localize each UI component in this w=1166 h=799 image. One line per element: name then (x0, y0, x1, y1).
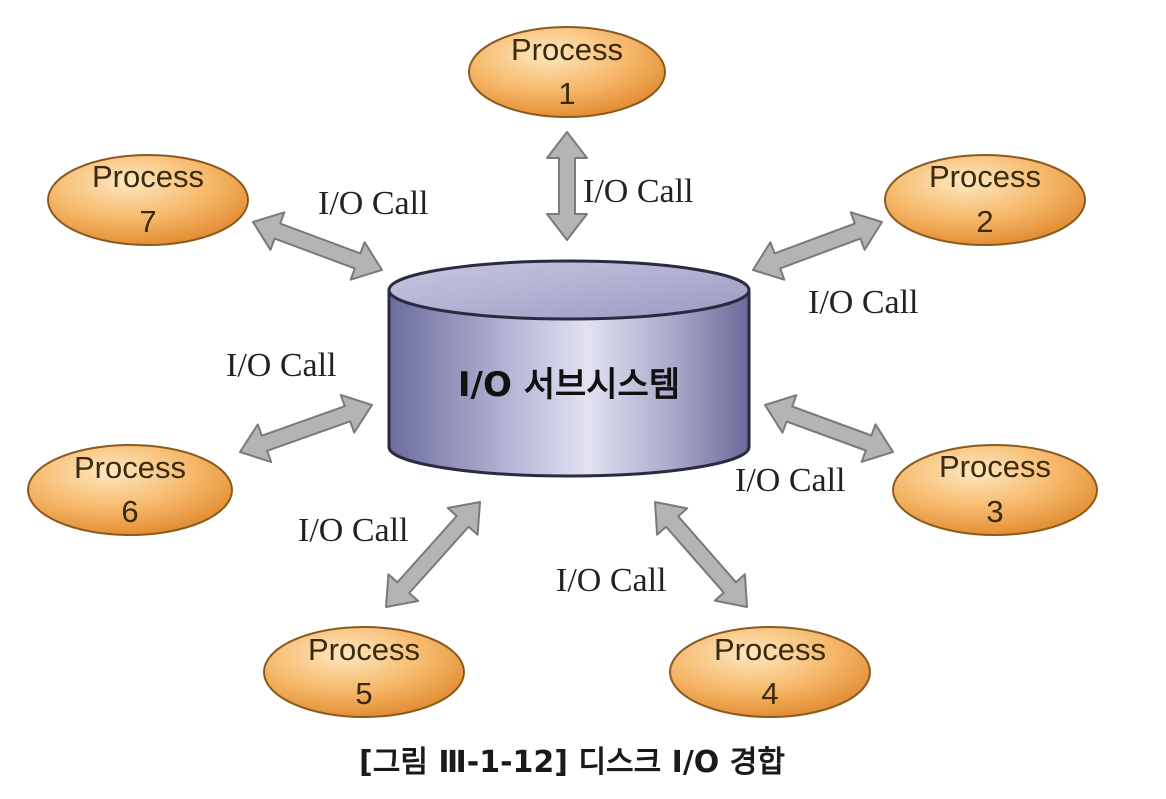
process-1-number: 1 (558, 76, 575, 111)
process-7-number: 7 (139, 204, 156, 239)
process-7: Process 7 (47, 154, 249, 246)
process-6-name: Process (74, 450, 186, 485)
io-subsystem-cylinder: I/O 서브시스템 (387, 259, 751, 478)
process-5-number: 5 (355, 676, 372, 711)
io-call-labels: I/O Call I/O Call I/O Call I/O Call I/O … (226, 173, 918, 599)
process-3: Process 3 (892, 444, 1098, 536)
io-call-label-4: I/O Call (556, 562, 666, 599)
io-call-arrow-1 (546, 131, 588, 241)
process-4-number: 4 (761, 676, 778, 711)
io-call-label-2: I/O Call (808, 284, 918, 321)
process-1-name: Process (511, 32, 623, 67)
io-call-label-6: I/O Call (226, 347, 336, 384)
process-6-number: 6 (121, 494, 138, 529)
process-2-name: Process (929, 159, 1041, 194)
io-call-arrow-2 (752, 211, 883, 281)
process-4-name: Process (714, 632, 826, 667)
process-4: Process 4 (669, 626, 871, 718)
io-call-arrow-3 (764, 394, 894, 463)
process-1: Process 1 (468, 26, 666, 118)
figure-caption: [그림 Ⅲ-1-12] 디스크 I/O 경합 (359, 745, 785, 780)
process-3-name: Process (939, 449, 1051, 484)
process-6: Process 6 (27, 444, 233, 536)
process-5: Process 5 (263, 626, 465, 718)
io-call-arrows (239, 131, 894, 608)
io-call-label-5: I/O Call (298, 512, 408, 549)
io-call-label-3: I/O Call (735, 462, 845, 499)
process-5-name: Process (308, 632, 420, 667)
io-call-label-7: I/O Call (318, 185, 428, 222)
io-call-arrow-4 (654, 501, 748, 608)
io-call-arrow-7 (252, 211, 383, 281)
process-2: Process 2 (884, 154, 1086, 246)
io-subsystem-label: I/O 서브시스템 (458, 365, 680, 405)
io-call-label-1: I/O Call (583, 173, 693, 210)
process-3-number: 3 (986, 494, 1003, 529)
io-call-arrow-5 (385, 501, 481, 608)
io-call-arrow-6 (239, 393, 373, 464)
process-7-name: Process (92, 159, 204, 194)
process-2-number: 2 (976, 204, 993, 239)
